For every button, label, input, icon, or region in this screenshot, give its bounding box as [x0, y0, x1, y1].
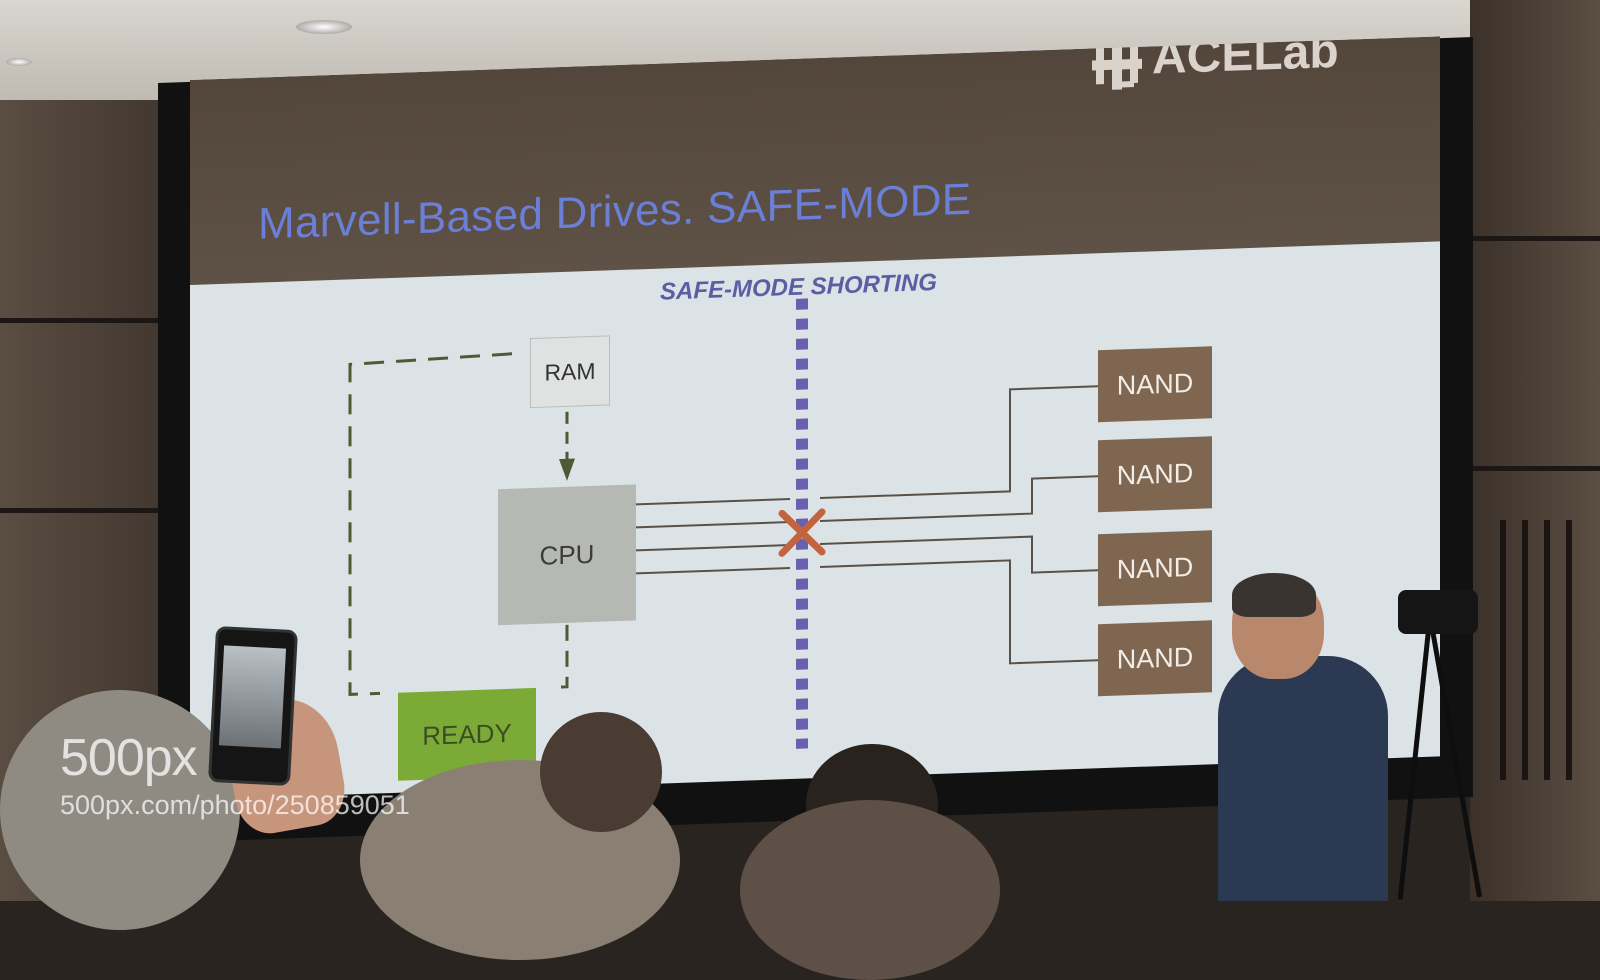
presentation-slide: Marvell-Based Drives. SAFE-MODE ACELab ®… — [190, 36, 1440, 800]
nand-block: NAND — [1098, 346, 1212, 423]
watermark-logo: 500px — [60, 729, 198, 787]
presenter-hair — [1232, 573, 1316, 617]
ceiling-light — [296, 20, 352, 34]
audience-head — [540, 712, 662, 832]
ram-block: RAM — [530, 335, 610, 409]
bus-line — [820, 475, 1098, 522]
cpu-ready-dashed-line — [556, 624, 569, 689]
diagram-wires — [348, 298, 1098, 749]
audience-head — [740, 800, 1000, 980]
bus-line — [636, 544, 790, 552]
presenter-body — [1218, 656, 1388, 901]
wall-panel-divider — [0, 318, 160, 323]
wall-panel-divider — [0, 508, 160, 513]
wall-vent — [1566, 520, 1572, 780]
bus-line — [636, 521, 790, 529]
watermark-url: 500px.com/photo/250859051 — [60, 790, 410, 820]
audience-head — [0, 690, 240, 930]
wall-panel-divider — [1470, 466, 1600, 471]
short-mark-x — [778, 508, 826, 557]
camera — [1398, 590, 1478, 634]
smartphone — [207, 625, 299, 787]
nand-block: NAND — [1098, 530, 1212, 607]
wall-panel-divider — [1470, 236, 1600, 241]
right-wall — [1470, 0, 1600, 901]
bus-line — [636, 498, 790, 506]
bus-line — [820, 535, 1098, 574]
wall-vent — [1544, 520, 1550, 780]
wall-vent — [1500, 520, 1506, 780]
wall-vent — [1522, 520, 1528, 780]
bus-line — [820, 385, 1098, 499]
nand-block: NAND — [1098, 436, 1212, 513]
ram-cpu-arrowhead — [559, 458, 575, 481]
bus-line — [820, 559, 1098, 665]
nand-block: NAND — [1098, 620, 1212, 697]
ceiling-light — [6, 58, 32, 66]
bus-line — [636, 567, 790, 575]
ram-ready-dashed-line — [348, 352, 513, 696]
smartphone-screen — [218, 645, 287, 749]
cpu-block: CPU — [498, 484, 636, 626]
